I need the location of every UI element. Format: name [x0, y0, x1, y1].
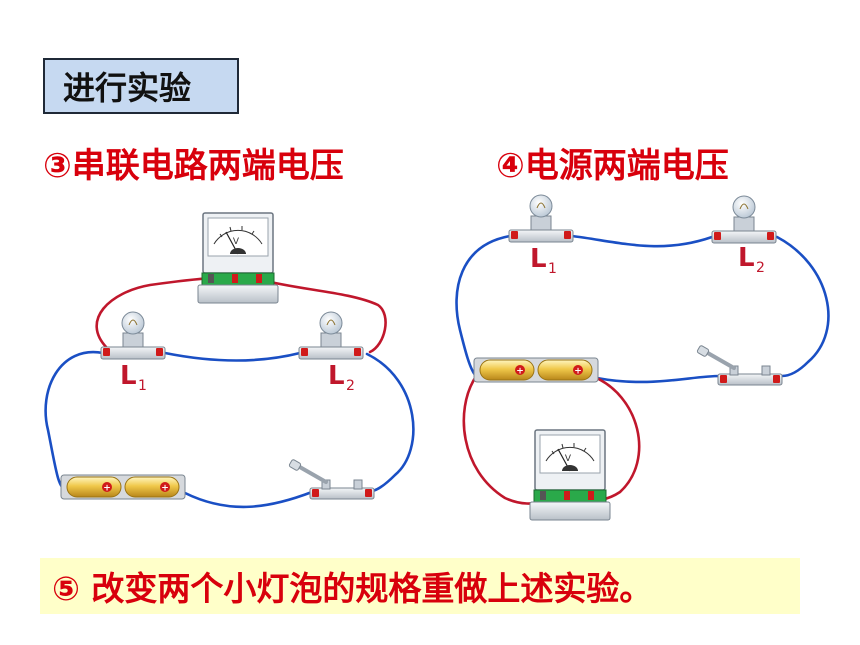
lamp-l2-series [298, 311, 364, 360]
switch-source [694, 343, 784, 387]
voltmeter-1 [197, 212, 279, 304]
lamp-l2-label-source: L [738, 243, 755, 273]
lamp-l1-series [100, 311, 166, 360]
lamp-l2-source [711, 195, 777, 244]
lamp-l1-source [508, 194, 574, 243]
lamp-l2-label: L [328, 361, 345, 391]
voltmeter-1-unit: V [233, 237, 240, 247]
lamp-l1-subscript: 1 [138, 378, 147, 394]
series-circuit-wires [44, 276, 415, 509]
series-circuit-heading: ③串联电路两端电压 [43, 146, 344, 186]
voltmeter-2 [529, 429, 611, 521]
lamp-l1-subscript-source: 1 [548, 261, 557, 277]
battery-series [60, 474, 186, 500]
instruction-note: ⑤ 改变两个小灯泡的规格重做上述实验。 [40, 558, 800, 614]
lamp-l1-label: L [120, 361, 137, 391]
source-voltage-heading: ④电源两端电压 [496, 146, 729, 186]
voltmeter-2-unit: V [565, 454, 572, 464]
lamp-l1-label-source: L [530, 244, 547, 274]
battery-source [473, 357, 599, 383]
lamp-l2-subscript-source: 2 [756, 260, 765, 276]
lamp-l2-subscript: 2 [346, 378, 355, 394]
switch-series [286, 457, 376, 501]
experiment-badge: 进行实验 [43, 58, 239, 114]
